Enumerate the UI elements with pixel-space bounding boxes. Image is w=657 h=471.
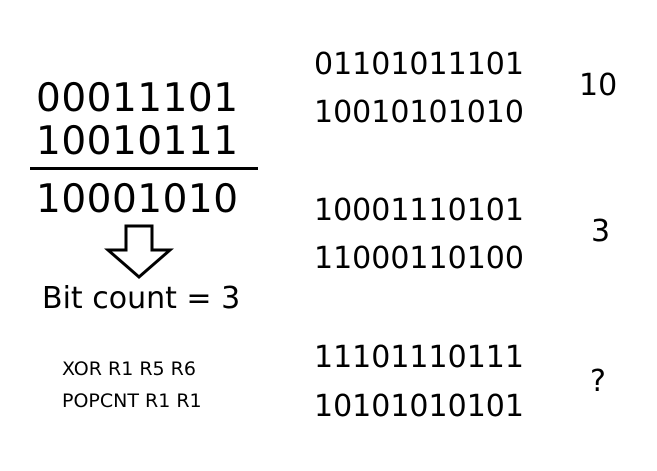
bit-count-label: Bit count = 3	[42, 281, 241, 316]
down-arrow-icon	[104, 224, 174, 279]
pair-2-distance: 3	[591, 214, 611, 249]
pair-1-a: 01101011101	[314, 47, 524, 82]
pair-3-a: 11101110111	[314, 340, 524, 375]
pair-3-distance: ?	[590, 364, 606, 399]
instruction-xor: XOR R1 R5 R6	[62, 358, 196, 380]
xor-result: 10001010	[36, 177, 239, 222]
xor-operand-b: 10010111	[36, 119, 239, 164]
xor-divider-line	[30, 167, 258, 170]
pair-1-b: 10010101010	[314, 95, 524, 130]
pair-2-a: 10001110101	[314, 193, 524, 228]
instruction-popcnt: POPCNT R1 R1	[62, 390, 202, 412]
pair-3-b: 10101010101	[314, 389, 524, 424]
pair-1-distance: 10	[579, 68, 618, 103]
pair-2-b: 11000110100	[314, 241, 524, 276]
xor-operand-a: 00011101	[36, 76, 239, 121]
